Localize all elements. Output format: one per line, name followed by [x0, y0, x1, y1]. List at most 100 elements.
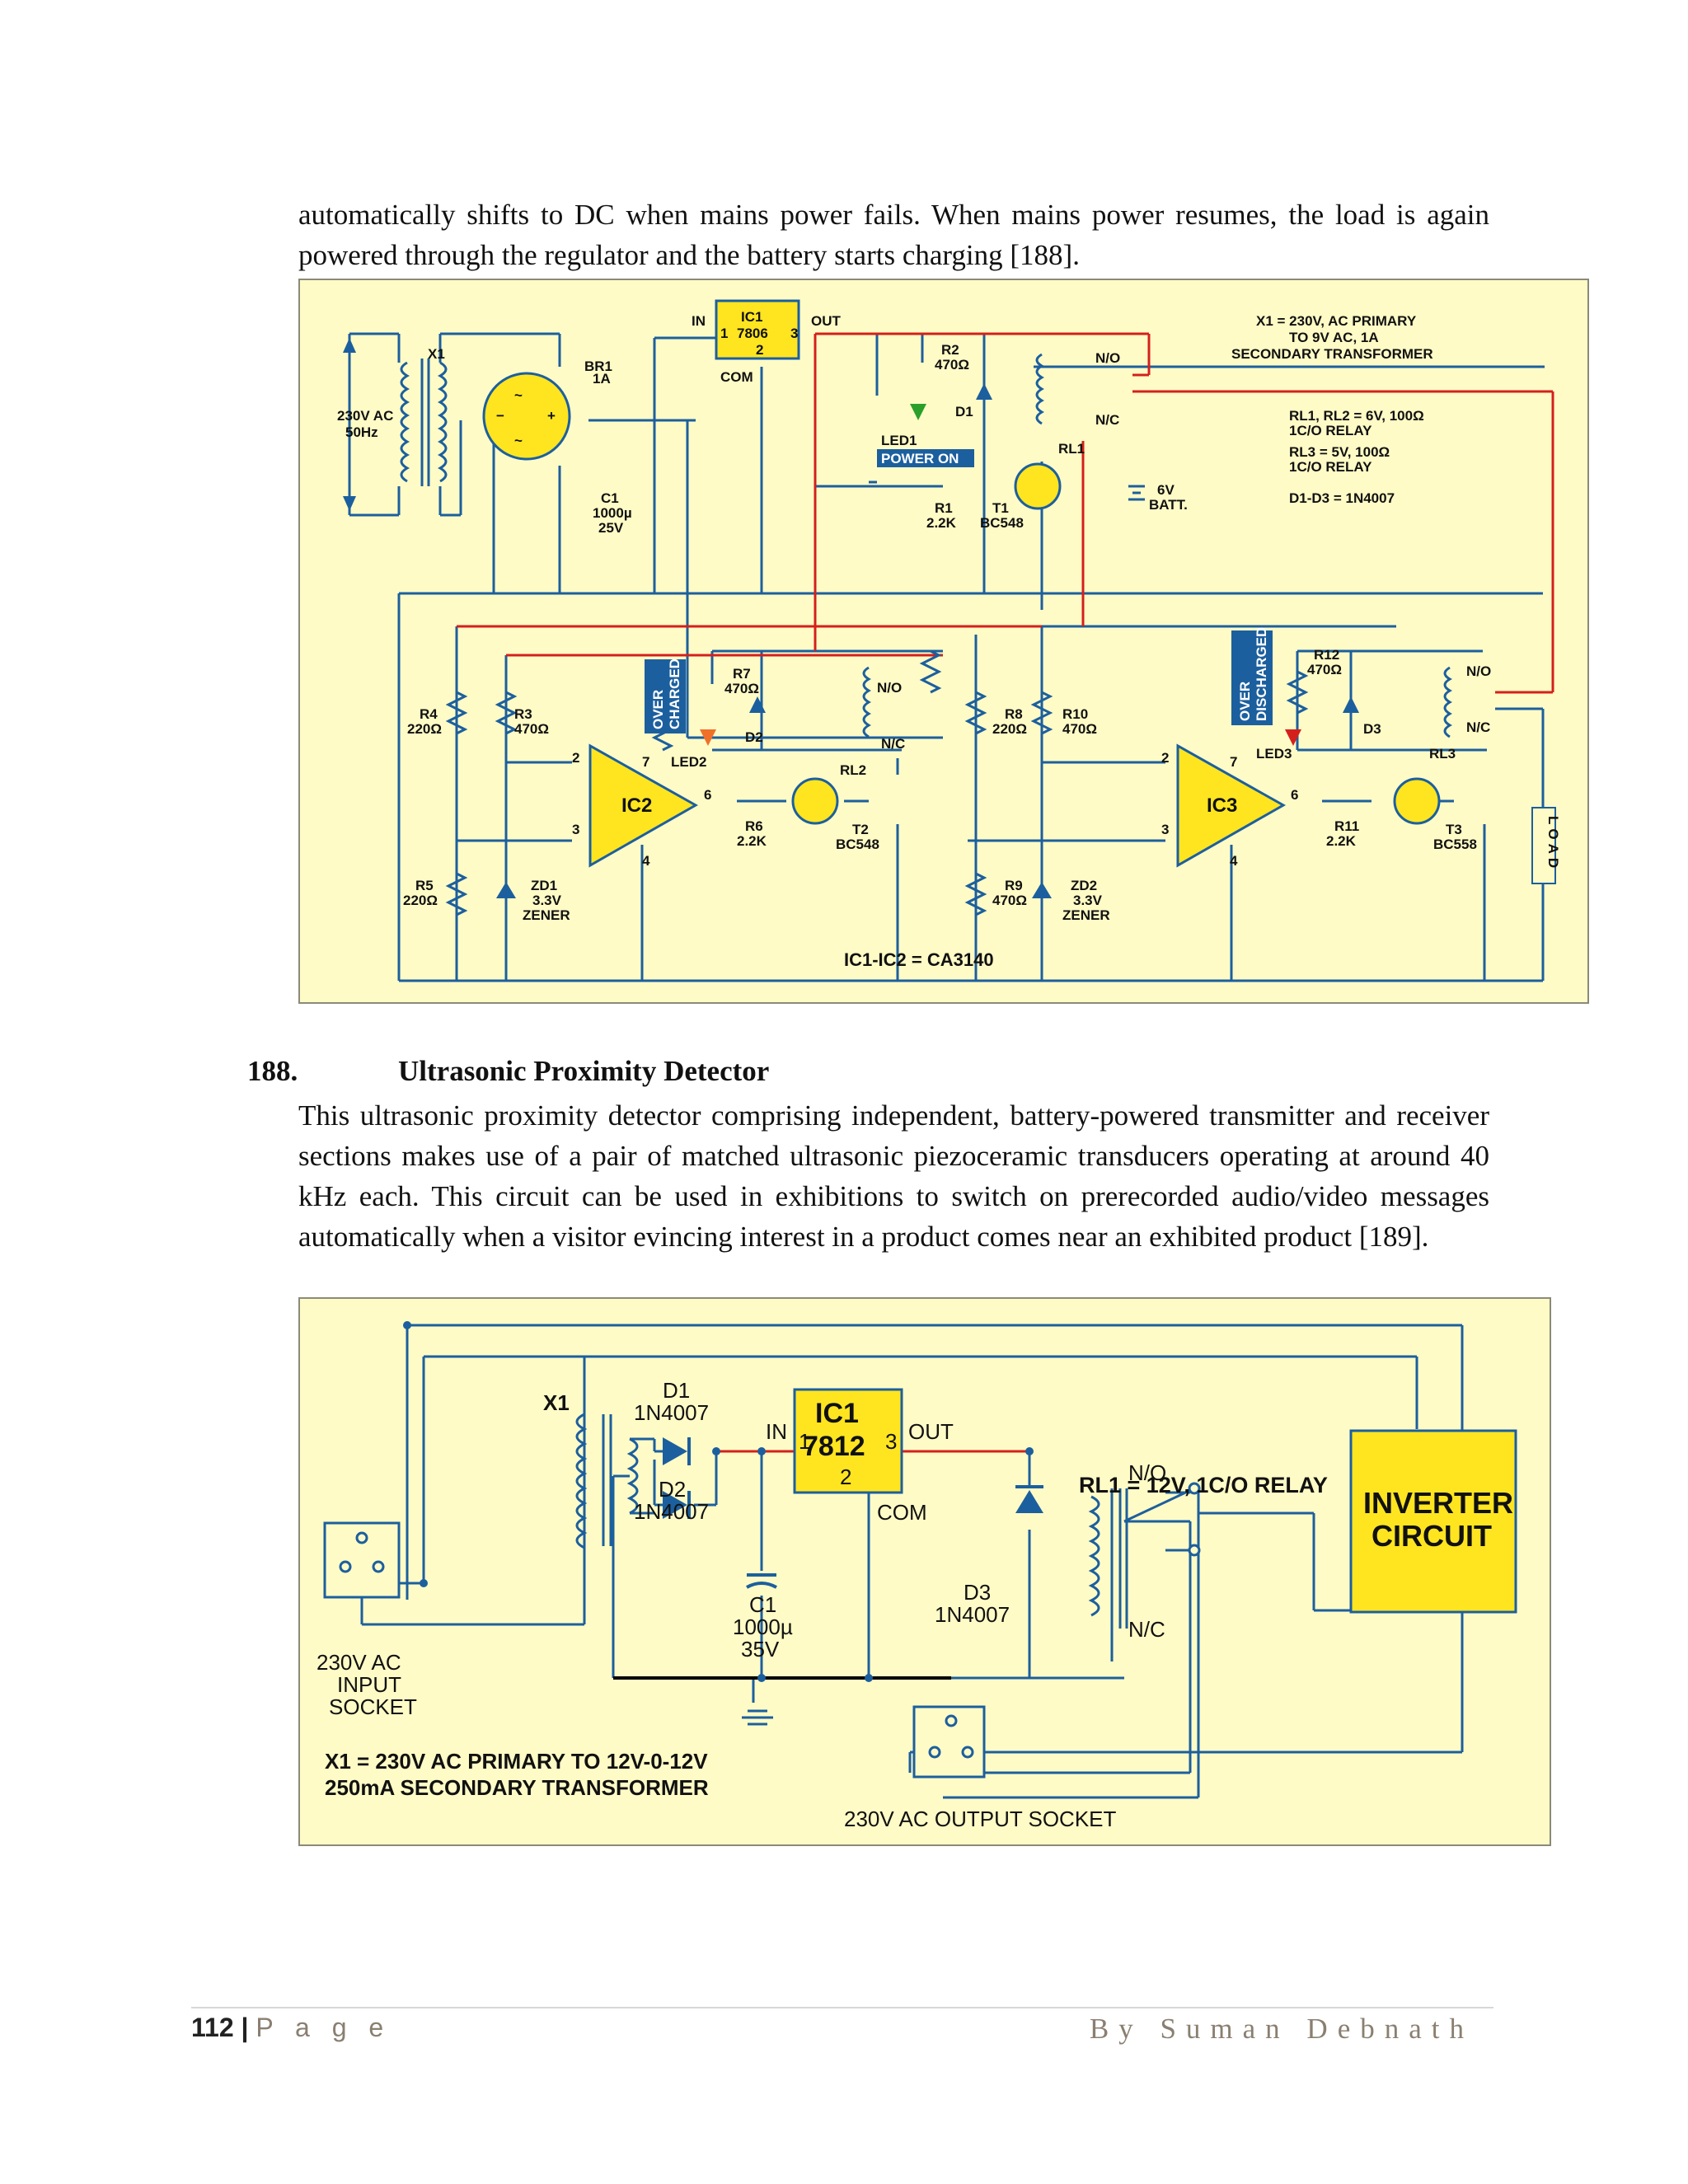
- svg-text:R6: R6: [745, 818, 763, 834]
- svg-text:7812: 7812: [803, 1431, 865, 1462]
- svg-text:D1: D1: [955, 404, 973, 419]
- svg-text:SOCKET: SOCKET: [329, 1694, 417, 1719]
- x1-label: X1: [428, 346, 445, 362]
- svg-text:1C/O RELAY: 1C/O RELAY: [1289, 423, 1372, 438]
- separator: |: [241, 2013, 249, 2042]
- svg-text:N/O: N/O: [1466, 663, 1491, 679]
- d1-label: D1: [663, 1378, 690, 1403]
- page-word: P a g e: [256, 2013, 392, 2042]
- svg-text:D2: D2: [745, 729, 763, 745]
- svg-text:COM: COM: [877, 1500, 927, 1525]
- svg-text:3.3V: 3.3V: [532, 893, 562, 908]
- svg-text:C1: C1: [601, 490, 619, 506]
- svg-text:RL2: RL2: [840, 762, 866, 778]
- svg-text:CIRCUIT: CIRCUIT: [1372, 1519, 1492, 1553]
- footer-author: By Suman Debnath: [1089, 2013, 1474, 2045]
- over-charged-tag: OVER: [650, 690, 666, 729]
- svg-text:ZD2: ZD2: [1071, 878, 1097, 893]
- svg-text:DISCHARGED: DISCHARGED: [1254, 627, 1269, 721]
- ic1-label: IC1: [741, 309, 762, 325]
- svg-text:1A: 1A: [593, 371, 611, 387]
- svg-text:6: 6: [704, 787, 711, 803]
- svg-text:D3: D3: [1363, 721, 1381, 737]
- svg-text:1: 1: [720, 326, 728, 341]
- svg-text:ZENER: ZENER: [1062, 907, 1110, 923]
- over-discharged-tag: OVER: [1237, 682, 1253, 721]
- svg-text:BR1: BR1: [584, 359, 612, 374]
- svg-text:INPUT: INPUT: [337, 1672, 401, 1697]
- circuit-diagram-battery-charger: ~~ −+ 230V AC 50Hz: [298, 279, 1589, 1004]
- svg-text:2.2K: 2.2K: [737, 833, 767, 849]
- circuit-diagram-inverter-switch: X1 D1 1N4007 D2 1N4007 IN 1 2 3 OUT COM …: [298, 1297, 1551, 1846]
- svg-text:BATT.: BATT.: [1149, 497, 1188, 513]
- svg-text:1: 1: [799, 1429, 810, 1454]
- svg-text:CHARGED: CHARGED: [667, 658, 682, 729]
- svg-text:+: +: [547, 408, 556, 424]
- svg-text:RL3 = 5V, 100Ω: RL3 = 5V, 100Ω: [1289, 444, 1390, 460]
- svg-text:3: 3: [885, 1429, 897, 1454]
- svg-text:BC558: BC558: [1433, 837, 1477, 852]
- svg-text:N/C: N/C: [1095, 412, 1119, 428]
- svg-text:220Ω: 220Ω: [403, 893, 438, 908]
- svg-text:R3: R3: [514, 706, 532, 722]
- svg-text:7: 7: [642, 754, 649, 770]
- svg-text:R8: R8: [1005, 706, 1023, 722]
- relay-note: RL1 = 12V, 1C/O RELAY: [1079, 1473, 1328, 1497]
- transformer-note: X1 = 230V, AC PRIMARY: [1256, 313, 1417, 329]
- svg-text:~: ~: [514, 387, 523, 403]
- svg-text:R7: R7: [733, 666, 751, 682]
- transformer-note: X1 = 230V AC PRIMARY TO 12V-0-12V: [325, 1749, 708, 1774]
- ic1-label: IC1: [815, 1398, 859, 1429]
- svg-text:R12: R12: [1314, 647, 1339, 663]
- svg-text:LED1: LED1: [881, 433, 917, 448]
- svg-text:R5: R5: [415, 878, 434, 893]
- svg-text:N/O: N/O: [1095, 350, 1120, 366]
- svg-text:3.3V: 3.3V: [1073, 893, 1103, 908]
- svg-text:1000µ: 1000µ: [733, 1615, 793, 1639]
- svg-text:50Hz: 50Hz: [345, 424, 378, 440]
- svg-text:3: 3: [572, 822, 579, 837]
- intro-paragraph: automatically shifts to DC when mains po…: [298, 199, 1489, 271]
- svg-text:220Ω: 220Ω: [407, 721, 442, 737]
- svg-text:R9: R9: [1005, 878, 1023, 893]
- svg-text:D1-D3 = 1N4007: D1-D3 = 1N4007: [1289, 490, 1395, 506]
- footer-page: 112 | P a g e: [191, 2013, 391, 2043]
- svg-text:4: 4: [642, 853, 650, 869]
- d3-label: D3: [964, 1580, 991, 1605]
- svg-text:2: 2: [572, 750, 579, 766]
- svg-text:3: 3: [1161, 822, 1169, 837]
- svg-text:2: 2: [756, 342, 763, 358]
- svg-text:IN: IN: [766, 1419, 787, 1444]
- svg-text:6: 6: [1291, 787, 1298, 803]
- svg-text:N/O: N/O: [877, 680, 902, 696]
- svg-text:T2: T2: [852, 822, 869, 837]
- svg-text:250mA SECONDARY TRANSFORMER: 250mA SECONDARY TRANSFORMER: [325, 1775, 709, 1800]
- svg-text:OUT: OUT: [908, 1419, 954, 1444]
- ic-note: IC1-IC2 = CA3140: [844, 949, 994, 970]
- svg-text:TO 9V AC, 1A: TO 9V AC, 1A: [1289, 330, 1379, 345]
- svg-text:220Ω: 220Ω: [992, 721, 1027, 737]
- footer-rule: [191, 2007, 1493, 2008]
- svg-text:1N4007: 1N4007: [634, 1499, 709, 1524]
- svg-text:1N4007: 1N4007: [935, 1602, 1010, 1627]
- svg-text:35V: 35V: [741, 1637, 780, 1661]
- ic2-label: IC2: [621, 794, 652, 817]
- page-number: 112: [191, 2013, 234, 2042]
- svg-text:470Ω: 470Ω: [1307, 662, 1342, 677]
- svg-text:SECONDARY TRANSFORMER: SECONDARY TRANSFORMER: [1231, 346, 1433, 362]
- svg-text:R2: R2: [941, 342, 959, 358]
- svg-text:T1: T1: [992, 500, 1009, 516]
- d2-label: D2: [659, 1477, 686, 1502]
- svg-text:R10: R10: [1062, 706, 1088, 722]
- section-heading: 188.Ultrasonic Proximity Detector: [247, 1055, 769, 1088]
- load-label: LOAD: [1545, 816, 1561, 872]
- svg-text:R11: R11: [1334, 818, 1359, 834]
- svg-text:IN: IN: [692, 313, 706, 329]
- svg-text:470Ω: 470Ω: [992, 893, 1027, 908]
- svg-text:470Ω: 470Ω: [514, 721, 549, 737]
- section-title: Ultrasonic Proximity Detector: [398, 1055, 770, 1087]
- svg-text:470Ω: 470Ω: [724, 681, 759, 696]
- svg-text:T3: T3: [1446, 822, 1462, 837]
- ic3-label: IC3: [1207, 794, 1237, 817]
- c1-label: C1: [749, 1592, 776, 1617]
